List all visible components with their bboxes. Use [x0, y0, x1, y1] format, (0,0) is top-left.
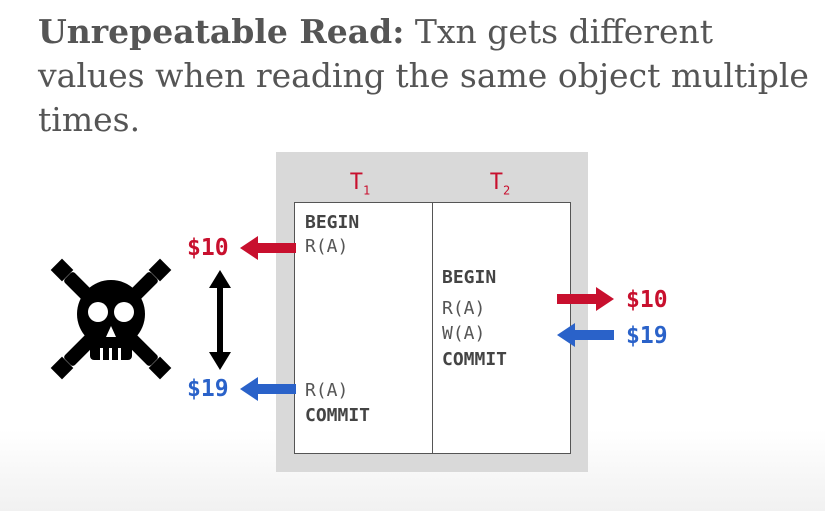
t1-read-second: R(A): [305, 380, 349, 401]
t2-column: [432, 202, 571, 454]
t1-first-read-value: $10: [187, 235, 229, 261]
t1-column: [294, 202, 433, 454]
title-term: Unrepeatable Read:: [38, 12, 405, 51]
skull-crossbones-icon: [50, 258, 172, 380]
slide-title: Unrepeatable Read: Txn gets different va…: [38, 10, 818, 142]
t1-second-read-arrow: [240, 377, 296, 401]
t2-write: W(A): [442, 323, 486, 344]
t1-second-read-value: $19: [187, 376, 229, 402]
double-arrow-icon: [209, 270, 231, 370]
t2-write-value: $19: [626, 323, 668, 349]
t2-read-arrow: [557, 287, 614, 311]
t1-first-read-arrow: [240, 236, 296, 260]
t2-read-value: $10: [626, 287, 668, 313]
t1-read-first: R(A): [305, 236, 349, 257]
t2-begin: BEGIN: [442, 267, 497, 288]
t1-begin: BEGIN: [305, 212, 360, 233]
title-description: Txn gets different values when reading t…: [38, 12, 809, 139]
t2-commit: COMMIT: [442, 349, 508, 370]
t2-write-arrow: [557, 323, 614, 347]
t1-header: T1: [349, 170, 371, 198]
t2-read: R(A): [442, 298, 486, 319]
t1-commit: COMMIT: [305, 405, 371, 426]
t2-header: T2: [489, 170, 511, 198]
